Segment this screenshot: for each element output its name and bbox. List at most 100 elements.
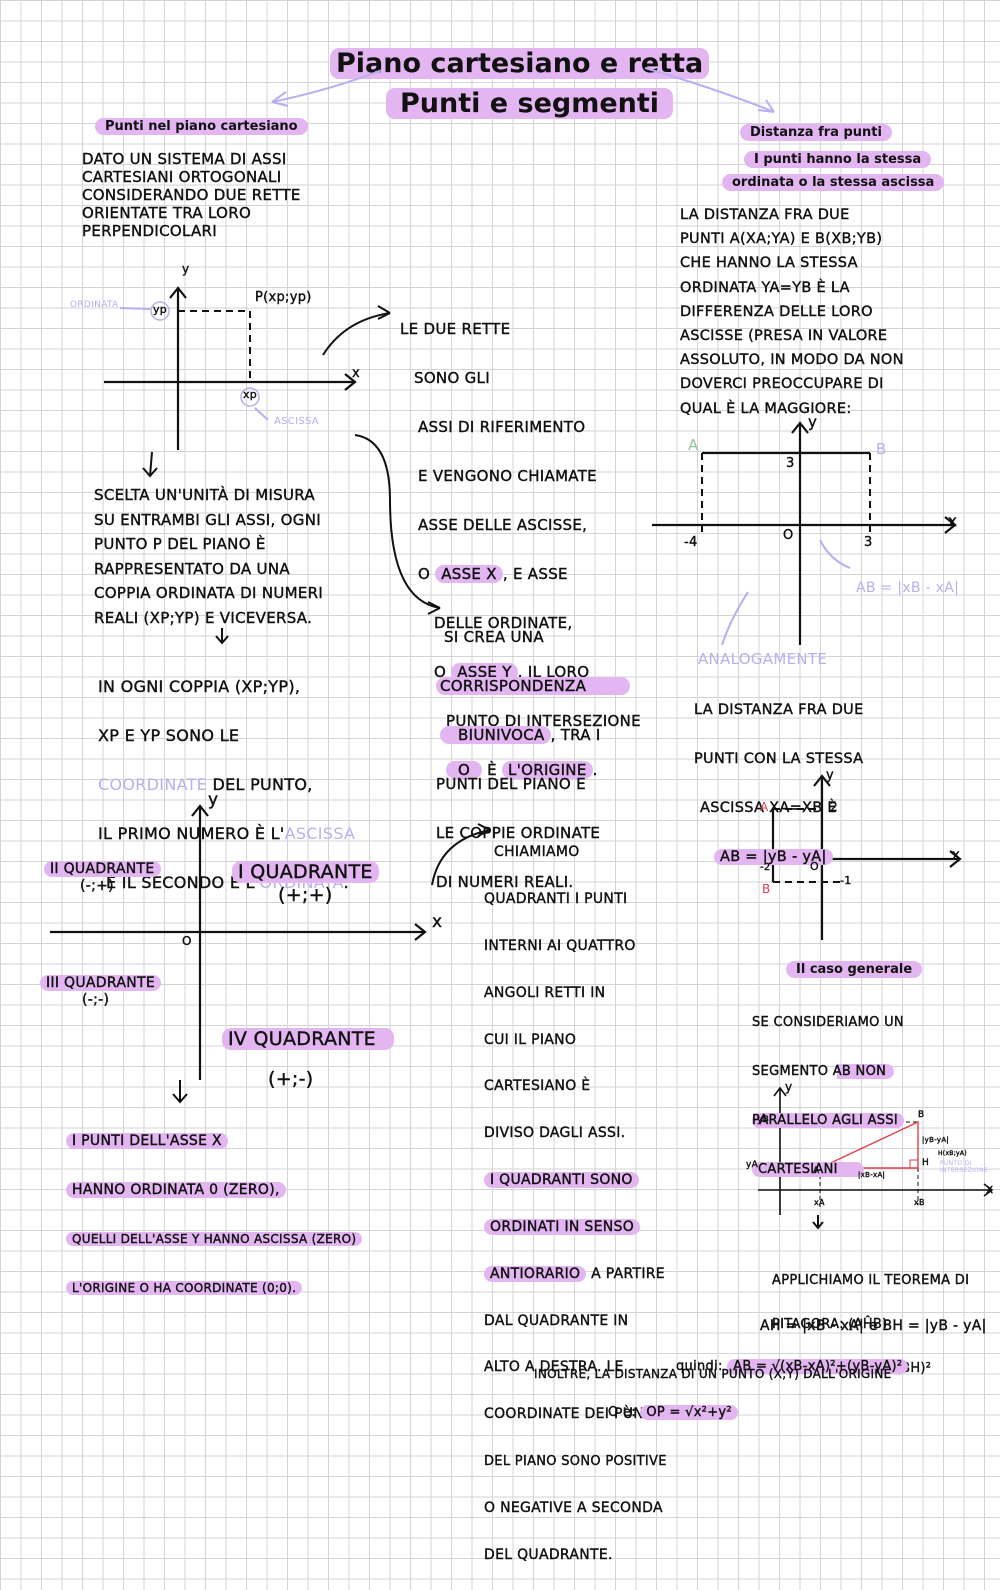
general-l3: parallelo agli assi [752,1109,905,1134]
graph1-x-label: x [352,366,360,381]
pitagora-l5: quindi: AB = √(xB-xA)²+(yB-yA)² [676,1343,909,1374]
graph1-x-arrow [344,373,357,391]
quadrant-4-label: IV quadrante [222,1028,394,1050]
graph1-ordinata-label: ordinata [70,300,119,310]
quad-x-arrow [414,923,427,941]
rette-l10: O è l'origine. [446,758,641,783]
pill-stessa-1: I punti hanno la stessa [744,151,932,168]
chiamiamo-l4: angoli retti in [484,984,606,1001]
page-subtitle: Punti e segmenti [386,56,674,121]
g3-y-label: y [785,1080,793,1094]
g1-formula: AB = |xB - xA| [856,580,960,596]
ascissa-pointer [254,407,269,421]
g2-tick-2: 2 [830,800,838,814]
quad-y-arrow [191,804,209,817]
g2-a-label: A [760,800,769,814]
title-arrow-right [644,67,775,113]
general-l3-hl: parallelo agli assi [752,1112,905,1128]
g2-origin: O [810,860,819,873]
quadrant-2-label: II quadrante [44,861,161,877]
rette-l8-b: asse y [451,662,518,681]
analog-l2: punti con la stessa [694,750,864,767]
coppia-l4-b: ascissa [284,823,356,843]
coppia-l4-a: il primo numero è l' [98,823,285,843]
analog-pointer [721,591,749,646]
pill-distanza: Distanza fra punti [740,124,892,141]
chiamiamo-l16: del quadrante. [484,1546,613,1563]
quadrant-4: IV quadrante (+;-) [222,980,394,1140]
analog-formula: AB = |yB - yA| [714,848,833,865]
coppia-l2: xp e yp sono le [98,725,240,745]
rette-l4: e vengono chiamate [418,466,597,485]
rette-l9: punto di intersezione [446,711,641,730]
chiamiamo-l7: diviso dagli assi. [484,1125,626,1142]
quad-bottom-l2-hl: hanno ordinata 0 (zero), [66,1181,286,1198]
quadrant-1-label: I quadrante [232,861,379,883]
pitagora-l1: applichiamo il teorema di [772,1273,970,1288]
arrow-to-crea-head [427,601,441,615]
distanza-text: La distanza fra due punti A(xA;yA) e B(x… [680,207,904,417]
g3-ya-label: yA [746,1160,759,1170]
g3-punto-label: punto di [940,1160,972,1167]
intro-text: Dato un sistema di assi cartesiani ortog… [82,150,301,240]
g1-y-arrow [791,421,809,434]
arrow-to-rette-head [377,305,391,320]
title-arrow-left-head [271,91,289,107]
pitagora-l4: AH = |xB - xA| e BH = |yB - yA| [760,1318,987,1334]
general-l2: segmento AB non [752,1060,904,1085]
quad-bottom-l3: quelli dell'asse y hanno ascissa (zero) [66,1227,363,1252]
rette-l6-c: , e asse [502,564,568,583]
quadrant-3-signs: (-;-) [82,991,110,1008]
graph1-yp-label: yp [153,303,168,316]
arrow-to-chiamiamo [431,829,491,886]
g1-tick-3x: 3 [864,535,873,550]
arrow-to-crea [354,434,441,609]
pitagora-l7-b: OP = √x²+y² [640,1404,738,1420]
crea-l2: corrispondenza [436,674,631,699]
quad-y-label: y [208,790,219,810]
quad-x-label: x [432,912,443,932]
g3-b-label: B [918,1110,925,1120]
g1-x-arrow [944,516,957,534]
rette-l10-c: l'origine [502,760,593,779]
chiamiamo-l5: cui il piano [484,1031,577,1048]
rette-l7: delle ordinate, [434,613,573,632]
crea-l4: punti del piano e [436,774,586,793]
graph1-y-arrow [169,286,187,299]
quadrant-3: III quadrante (-;-) [40,958,161,1025]
pitagora-l6: inoltre, la distanza di un punto (x;y) d… [534,1367,892,1381]
arrow-to-chiamiamo-head [477,823,491,837]
pitagora-l5-a: quindi: [676,1358,728,1374]
g3-inter-label: intersezione [940,1167,988,1174]
graph1-xp-label: xp [243,388,258,401]
quad-bottom-l4: l'origine O ha coordinate (0;0). [66,1276,362,1301]
general-l1: Se consideriamo un [752,1014,904,1030]
arrow-to-coppia-head [215,635,229,645]
quad-bottom-l1-hl: I punti dell'asse x [66,1132,228,1149]
rette-l1: Le due rette [400,319,511,338]
quadrant-2-signs: (-;+) [80,877,114,894]
general-text: Se consideriamo un segmento AB non paral… [752,986,905,1207]
rette-l6: o asse x, e asse [418,562,641,587]
rette-l10-b: è [482,760,503,779]
quad-bottom-text: I punti dell'asse x hanno ordinata 0 (ze… [66,1104,363,1325]
arrow-to-bottom-head [172,1093,188,1104]
coppia-l3-b: del punto, [207,774,313,794]
analog-l3: ascissa xA=xB è [700,799,837,816]
general-l2-text: segmento AB non [752,1063,895,1079]
analog-l4: AB = |yB - yA| [714,845,864,870]
g3-a-label: A [813,1166,820,1176]
crea-l3-a: biunivoca [440,725,551,744]
chiamiamo-text: Chiamiamo quadranti i punti interni ai q… [484,818,667,1590]
scelta-text: Scelta un'unità di misura su entrambi gl… [94,486,324,627]
arrow-to-rette [322,312,391,356]
general-l4: cartesiani [752,1158,904,1183]
g3-yb-label: yB [757,1115,770,1125]
chiamiamo-l9: ordinati in senso [484,1216,667,1239]
g3-h-coords: H(xB;yA) [938,1150,967,1157]
arrow-to-scelta [149,451,153,477]
chiamiamo-l11: dal quadrante in [484,1312,629,1329]
rette-l5: asse delle ascisse, [418,515,588,534]
coppia-l1: In ogni coppia (xp;yp), [98,676,301,696]
quad-bottom-l3-hl: quelli dell'asse y hanno ascissa (zero) [66,1231,363,1246]
